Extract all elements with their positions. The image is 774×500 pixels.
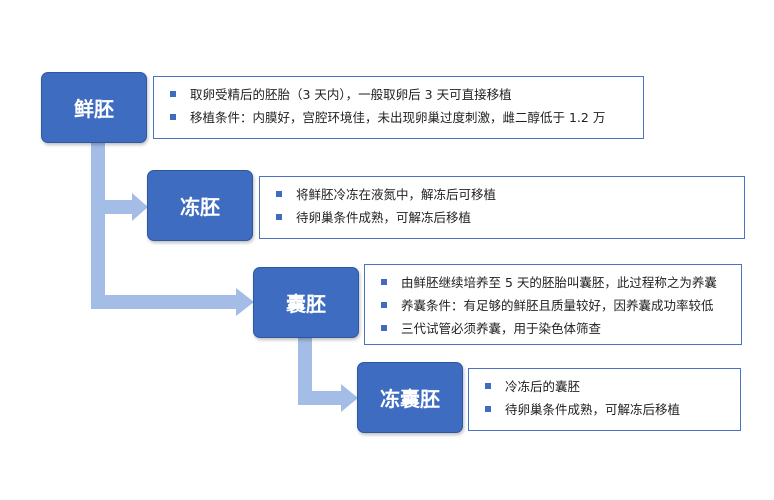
node-fresh-embryo-label: 鲜胚 [74, 97, 114, 121]
arrow-blastocyst-to-frozen-blastocyst [298, 338, 358, 412]
square-bullet-icon [170, 91, 176, 97]
list-item: 冷冻后的囊胚 [483, 375, 730, 398]
list-item: 待卵巢条件成熟，可解冻后移植 [483, 398, 730, 421]
node-fresh-embryo: 鲜胚 [41, 72, 147, 143]
node-frozen-embryo: 冻胚 [147, 170, 253, 241]
node-blastocyst: 囊胚 [253, 267, 359, 338]
square-bullet-icon [485, 383, 491, 389]
node-blastocyst-label: 囊胚 [286, 292, 326, 316]
desc-fresh-embryo: 取卵受精后的胚胎（3 天内），一般取卵后 3 天可直接移植 移植条件：内膜好，宫… [153, 76, 644, 139]
arrow-fresh-to-frozen [91, 143, 148, 221]
node-frozen-embryo-label: 冻胚 [180, 195, 220, 219]
list-item: 待卵巢条件成熟，可解冻后移植 [274, 206, 734, 229]
arrow-fresh-to-blastocyst [91, 214, 254, 316]
list-item: 养囊条件：有足够的鲜胚且质量较好，因养囊成功率较低 [379, 294, 731, 317]
node-frozen-blastocyst-label: 冻囊胚 [380, 387, 440, 411]
list-item: 取卵受精后的胚胎（3 天内），一般取卵后 3 天可直接移植 [168, 83, 633, 106]
square-bullet-icon [170, 114, 176, 120]
list-item: 三代试管必须养囊，用于染色体筛查 [379, 317, 731, 340]
square-bullet-icon [276, 214, 282, 220]
desc-blastocyst: 由鲜胚继续培养至 5 天的胚胎叫囊胚，此过程称之为养囊 养囊条件：有足够的鲜胚且… [364, 264, 742, 345]
square-bullet-icon [381, 302, 387, 308]
desc-frozen-embryo: 将鲜胚冷冻在液氮中，解冻后可移植 待卵巢条件成熟，可解冻后移植 [259, 176, 745, 239]
square-bullet-icon [381, 325, 387, 331]
square-bullet-icon [276, 191, 282, 197]
square-bullet-icon [381, 279, 387, 285]
desc-frozen-blastocyst: 冷冻后的囊胚 待卵巢条件成熟，可解冻后移植 [468, 368, 741, 431]
list-item: 由鲜胚继续培养至 5 天的胚胎叫囊胚，此过程称之为养囊 [379, 271, 731, 294]
list-item: 将鲜胚冷冻在液氮中，解冻后可移植 [274, 183, 734, 206]
list-item: 移植条件：内膜好，宫腔环境佳，未出现卵巢过度刺激，雌二醇低于 1.2 万 [168, 106, 633, 129]
node-frozen-blastocyst: 冻囊胚 [357, 362, 463, 433]
square-bullet-icon [485, 406, 491, 412]
